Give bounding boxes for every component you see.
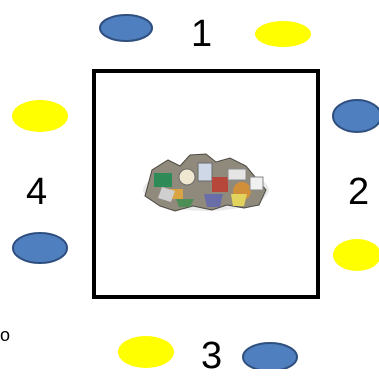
- diagram-canvas: [0, 0, 379, 369]
- diagram-stage: 1 2 3 4 o: [0, 0, 379, 369]
- yellow-marker-bottom: [118, 336, 174, 368]
- blue-marker-right: [333, 100, 379, 132]
- blue-marker-left: [13, 233, 67, 263]
- blue-marker-bottom: [243, 343, 297, 369]
- corner-text: o: [0, 326, 10, 344]
- label-right: 2: [348, 173, 369, 211]
- yellow-marker-left: [12, 100, 68, 132]
- yellow-marker-right: [333, 239, 379, 271]
- label-left: 4: [26, 173, 47, 211]
- yellow-marker-top: [255, 21, 311, 47]
- label-bottom: 3: [201, 337, 222, 375]
- label-top: 1: [191, 15, 212, 53]
- blue-marker-top: [100, 15, 152, 41]
